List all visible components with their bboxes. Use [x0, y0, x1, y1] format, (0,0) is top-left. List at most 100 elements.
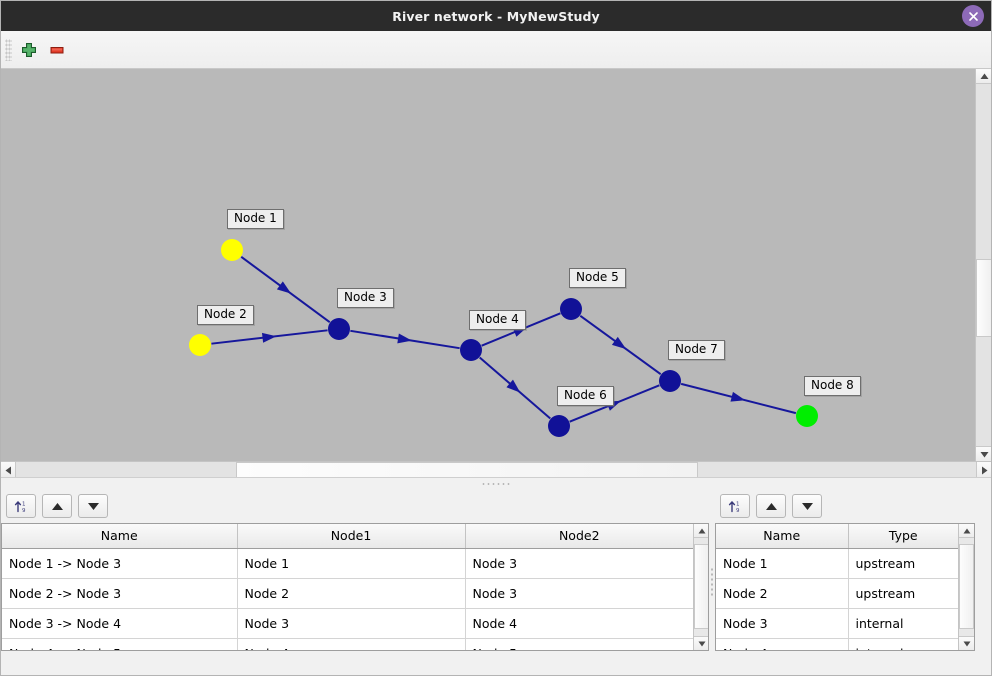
branch-table-vscroll-thumb[interactable]: [694, 544, 708, 629]
diagram-hscroll-thumb[interactable]: [236, 462, 698, 478]
diagram-edges: [211, 256, 797, 423]
network-diagram-pane[interactable]: Node 1 Node 2 Node 3 Node 4 Node 5 Node 6 Node…: [1, 69, 991, 461]
cell-name[interactable]: Node 3 -> Node 4: [2, 608, 238, 639]
vertical-splitter-grip: [710, 567, 714, 597]
diagram-node-node-7[interactable]: [659, 370, 681, 392]
horizontal-splitter[interactable]: [1, 477, 991, 489]
diagram-node-node-8[interactable]: [796, 405, 818, 427]
edge-direction-arrow-icon: [730, 391, 746, 402]
window-title: River network - MyNewStudy: [392, 8, 600, 24]
node-move-down-button[interactable]: [792, 494, 822, 518]
node-label-node-8[interactable]: Node 8: [804, 376, 861, 396]
cell-name[interactable]: Node 4: [716, 638, 849, 650]
node-label-node-5[interactable]: Node 5: [569, 268, 626, 288]
diagram-vertical-scrollbar[interactable]: [975, 69, 991, 461]
column-header-type[interactable]: Type: [848, 524, 958, 549]
scroll-down-icon[interactable]: [976, 446, 991, 461]
scroll-up-icon[interactable]: [976, 69, 991, 84]
cell-node1[interactable]: Node 1: [237, 548, 466, 579]
cell-node2[interactable]: Node 4: [465, 608, 693, 639]
edge-direction-arrow-icon: [506, 379, 521, 393]
cell-node1[interactable]: Node 3: [237, 608, 466, 639]
cell-name[interactable]: Node 2 -> Node 3: [2, 578, 238, 609]
cell-name[interactable]: Node 3: [716, 608, 849, 639]
cell-name[interactable]: Node 1 -> Node 3: [2, 548, 238, 579]
branch-move-up-button[interactable]: [42, 494, 72, 518]
cell-type[interactable]: internal: [848, 638, 958, 650]
edge-direction-arrow-icon: [261, 332, 277, 343]
column-header-name[interactable]: Name: [2, 524, 238, 549]
diagram-node-node-4[interactable]: [460, 339, 482, 361]
column-header-node2[interactable]: Node2: [465, 524, 693, 549]
column-header-name[interactable]: Name: [716, 524, 849, 549]
node-table-vertical-scrollbar[interactable]: [958, 524, 974, 650]
node-label-node-2[interactable]: Node 2: [197, 305, 254, 325]
branch-table-vertical-scrollbar[interactable]: [693, 524, 708, 650]
branch-move-down-button[interactable]: [78, 494, 108, 518]
edge-direction-arrow-icon: [397, 333, 412, 344]
diagram-nodes: [189, 239, 818, 437]
node-sort-button[interactable]: 1 9: [720, 494, 750, 518]
cell-type[interactable]: upstream: [848, 578, 958, 609]
diagram-node-node-5[interactable]: [560, 298, 582, 320]
toolbar-drag-handle[interactable]: [5, 38, 12, 61]
scroll-left-icon[interactable]: [1, 462, 16, 478]
node-label-node-7[interactable]: Node 7: [668, 340, 725, 360]
node-label-node-3[interactable]: Node 3: [337, 288, 394, 308]
scroll-up-icon[interactable]: [694, 524, 708, 538]
diagram-node-node-1[interactable]: [221, 239, 243, 261]
vertical-splitter[interactable]: [709, 489, 715, 675]
cell-node2[interactable]: Node 3: [465, 578, 693, 609]
branch-sort-button[interactable]: 1 9: [6, 494, 36, 518]
cell-node2[interactable]: Node 5: [465, 638, 693, 650]
cell-node1[interactable]: Node 2: [237, 578, 466, 609]
diagram-node-node-2[interactable]: [189, 334, 211, 356]
node-move-up-button[interactable]: [756, 494, 786, 518]
edge-direction-arrow-icon: [611, 336, 627, 350]
cell-node2[interactable]: Node 3: [465, 548, 693, 579]
cell-type[interactable]: internal: [848, 608, 958, 639]
scroll-down-icon[interactable]: [694, 636, 708, 650]
cell-node1[interactable]: Node 4: [237, 638, 466, 650]
node-label-node-4[interactable]: Node 4: [469, 310, 526, 330]
diagram-horizontal-scrollbar[interactable]: [1, 461, 991, 478]
diagram-node-node-6[interactable]: [548, 415, 570, 437]
svg-text:9: 9: [736, 508, 740, 514]
close-icon[interactable]: [962, 5, 984, 27]
scroll-right-icon[interactable]: [976, 462, 991, 478]
cell-name[interactable]: Node 1: [716, 548, 849, 579]
node-table-vscroll-thumb[interactable]: [959, 544, 974, 629]
node-table-row[interactable]: Node 4internal: [716, 638, 958, 650]
node-label-node-1[interactable]: Node 1: [227, 209, 284, 229]
svg-text:9: 9: [22, 508, 26, 514]
node-label-node-6[interactable]: Node 6: [557, 386, 614, 406]
scroll-up-icon[interactable]: [959, 524, 974, 538]
cell-name[interactable]: Node 2: [716, 578, 849, 609]
diagram-node-node-3[interactable]: [328, 318, 350, 340]
diagram-vscroll-thumb[interactable]: [976, 259, 991, 337]
splitter-grip: [481, 482, 511, 486]
remove-node-icon[interactable]: [43, 36, 71, 64]
cell-name[interactable]: Node 4 -> Node 5: [2, 638, 238, 650]
cell-type[interactable]: upstream: [848, 548, 958, 579]
scroll-down-icon[interactable]: [959, 636, 974, 650]
network-diagram-canvas: [189, 239, 818, 437]
column-header-node1[interactable]: Node1: [237, 524, 466, 549]
add-node-icon[interactable]: [15, 36, 43, 64]
